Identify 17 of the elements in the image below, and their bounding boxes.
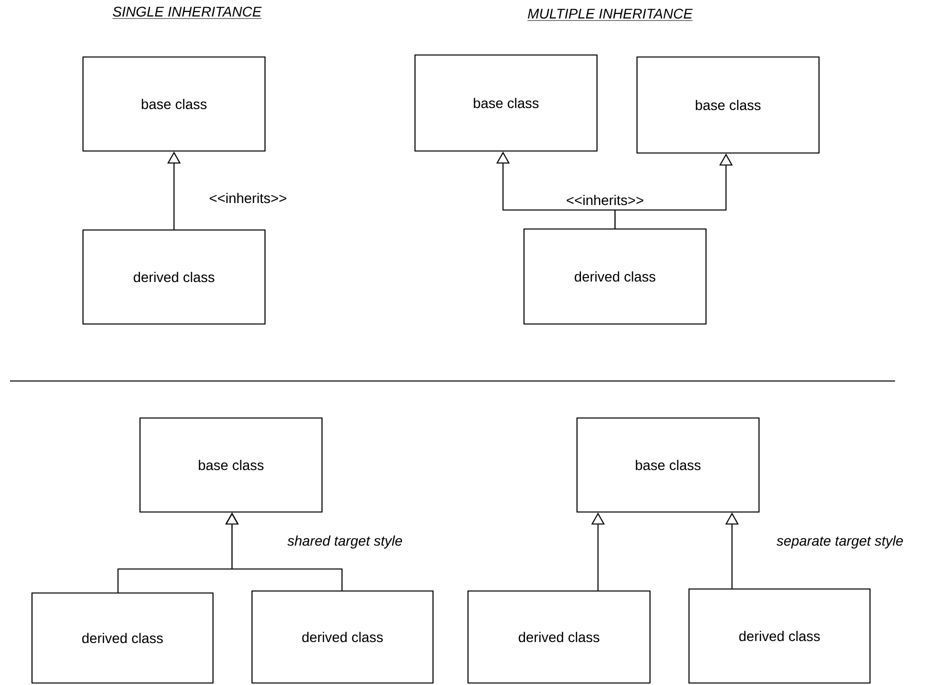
class-box: derived class <box>688 588 871 684</box>
class-box: derived class <box>467 590 651 684</box>
class-box: derived class <box>82 229 266 325</box>
class-box: base class <box>636 56 820 154</box>
class-box: derived class <box>251 590 434 684</box>
style-note: separate target style <box>776 535 903 549</box>
class-box: base class <box>414 54 598 152</box>
class-box: base class <box>139 417 323 513</box>
edge-label: <<inherits>> <box>564 194 646 206</box>
edge-label: <<inherits>> <box>208 192 288 204</box>
class-box: base class <box>576 417 760 513</box>
class-box: derived class <box>523 228 707 325</box>
section-title: SINGLE INHERITANCE <box>112 6 262 19</box>
section-title: MULTIPLE INHERITANCE <box>527 8 693 21</box>
style-note: shared target style <box>287 535 402 549</box>
class-box: base class <box>82 56 266 152</box>
class-box: derived class <box>31 592 214 684</box>
